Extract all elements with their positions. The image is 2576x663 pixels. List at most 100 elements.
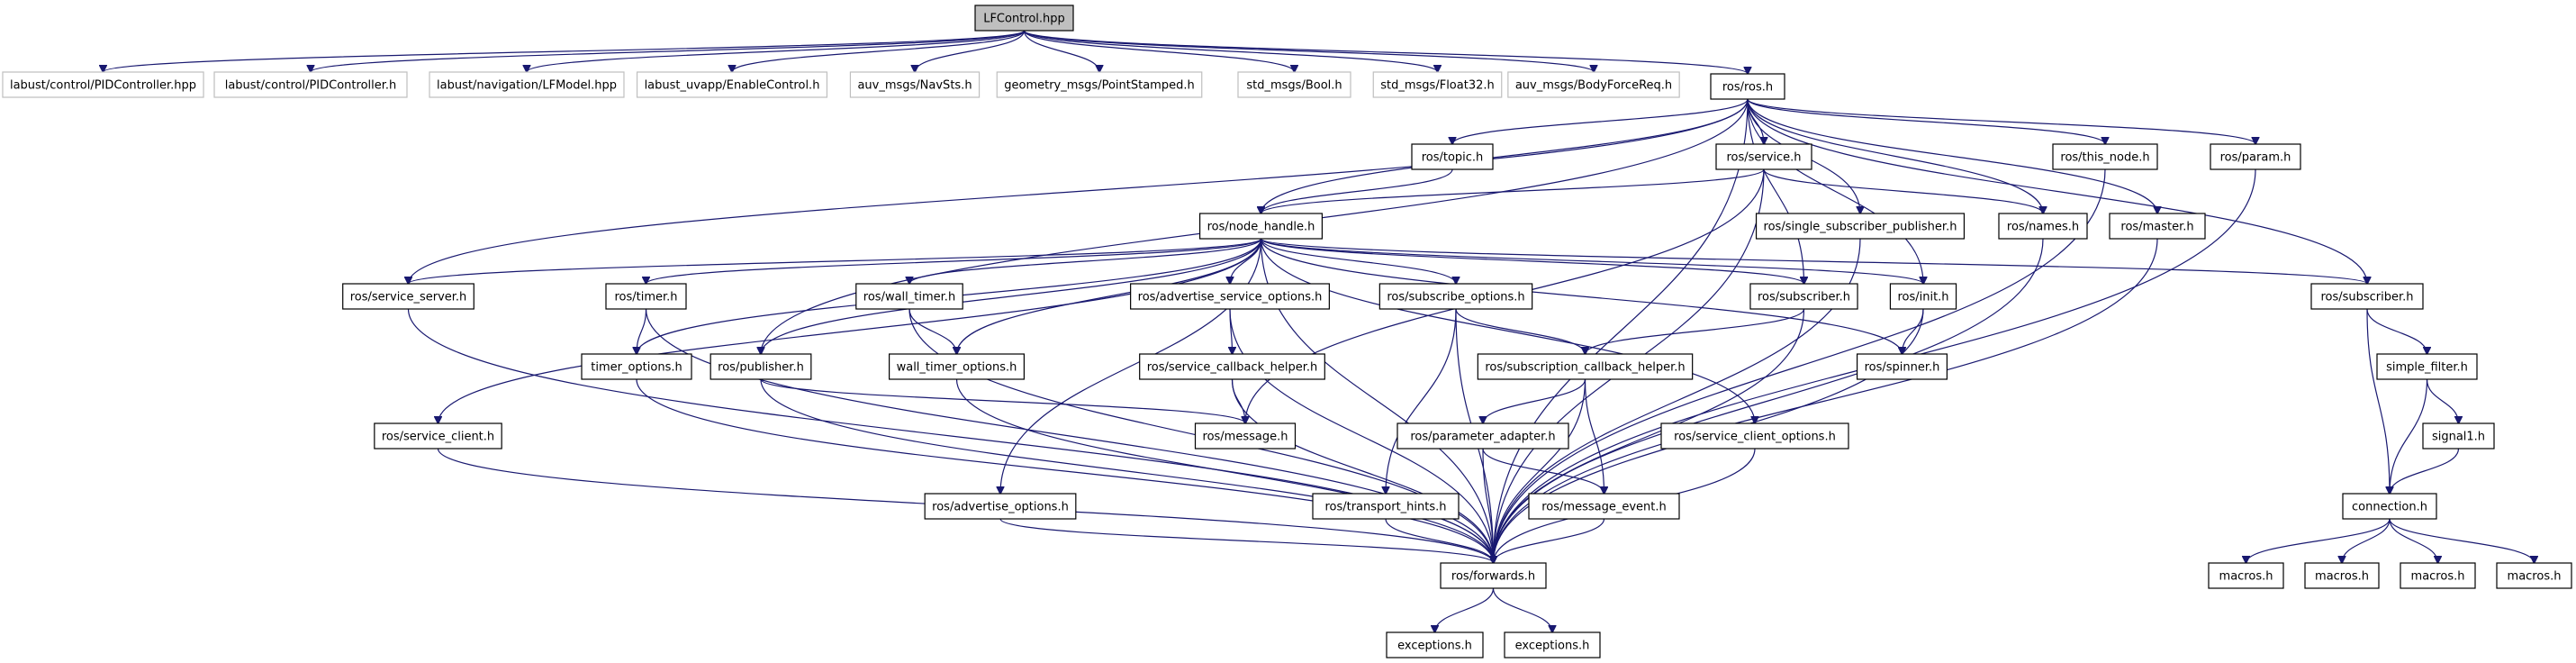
node-names[interactable]: ros/names.h bbox=[1998, 213, 2088, 240]
edge-line bbox=[1584, 378, 1604, 494]
node-simple-filter[interactable]: simple_filter.h bbox=[2376, 353, 2478, 380]
node-topic[interactable]: ros/topic.h bbox=[1411, 143, 1494, 170]
node-label: ros/names.h bbox=[2007, 221, 2079, 234]
node-macros3[interactable]: macros.h bbox=[2400, 562, 2476, 589]
node-wall-timer-options[interactable]: wall_timer_options.h bbox=[889, 353, 1025, 380]
node-label: ros/transport_hints.h bbox=[1324, 501, 1446, 514]
node-service-server[interactable]: ros/service_server.h bbox=[342, 283, 475, 310]
node-enablecontrol[interactable]: labust_uvapp/EnableControl.h bbox=[636, 71, 828, 98]
node-message[interactable]: ros/message.h bbox=[1194, 422, 1297, 450]
edge-lfcontrol-to-pointstamped bbox=[1023, 30, 1100, 72]
edge-signal1-to-connection bbox=[2390, 448, 2460, 494]
node-srv-cb-helper[interactable]: ros/service_callback_helper.h bbox=[1139, 353, 1325, 380]
node-this-node[interactable]: ros/this_node.h bbox=[2052, 143, 2158, 170]
node-mf-subscriber[interactable]: ros/subscriber.h bbox=[2310, 283, 2424, 310]
node-transport-hints[interactable]: ros/transport_hints.h bbox=[1312, 493, 1460, 520]
edge-line bbox=[645, 308, 1494, 563]
node-wall-timer[interactable]: ros/wall_timer.h bbox=[855, 283, 963, 310]
edge-line bbox=[1023, 30, 1749, 74]
node-label: ros/publisher.h bbox=[718, 361, 804, 375]
edge-sub_cb_helper-to-param_adapter bbox=[1483, 378, 1586, 423]
edge-wall_timer_options-to-forwards bbox=[955, 378, 1494, 563]
node-macros1[interactable]: macros.h bbox=[2208, 562, 2284, 589]
node-float32[interactable]: std_msgs/Float32.h bbox=[1372, 71, 1503, 98]
edge-line bbox=[760, 378, 1494, 563]
node-adv-srv-opts[interactable]: ros/advertise_service_options.h bbox=[1130, 283, 1330, 310]
node-lfcontrol[interactable]: LFControl.hpp bbox=[974, 5, 1074, 32]
node-box bbox=[2310, 283, 2424, 310]
node-pidhpp[interactable]: labust/control/PIDController.hpp bbox=[2, 71, 204, 98]
edge-line bbox=[1455, 308, 1586, 354]
node-forwards[interactable]: ros/forwards.h bbox=[1440, 562, 1547, 589]
edge-line bbox=[761, 238, 1262, 354]
edge-line bbox=[1023, 30, 1438, 72]
node-spinner[interactable]: ros/spinner.h bbox=[1856, 353, 1948, 380]
node-service[interactable]: ros/service.h bbox=[1715, 143, 1812, 170]
node-signal1[interactable]: signal1.h bbox=[2422, 422, 2495, 450]
node-exceptions1[interactable]: exceptions.h bbox=[1386, 631, 1484, 658]
node-label: ros/service_callback_helper.h bbox=[1147, 361, 1318, 375]
node-node-handle[interactable]: ros/node_handle.h bbox=[1199, 213, 1323, 240]
node-param-adapter[interactable]: ros/parameter_adapter.h bbox=[1396, 422, 1569, 450]
node-sub-cb-helper[interactable]: ros/subscription_callback_helper.h bbox=[1477, 353, 1694, 380]
node-bodyforcereq[interactable]: auv_msgs/BodyForceReq.h bbox=[1507, 71, 1680, 98]
node-srv-client-opts[interactable]: ros/service_client_options.h bbox=[1660, 422, 1849, 450]
node-lfmodel[interactable]: labust/navigation/LFModel.hpp bbox=[429, 71, 625, 98]
edge-line bbox=[311, 30, 1026, 72]
node-box bbox=[1528, 493, 1680, 520]
edge-line bbox=[646, 238, 1262, 284]
edge-line bbox=[409, 238, 1262, 284]
node-param[interactable]: ros/param.h bbox=[2210, 143, 2301, 170]
edge-line bbox=[1261, 168, 1453, 213]
node-label: ros/subscriber.h bbox=[1758, 291, 1850, 304]
node-ros-subscriber[interactable]: ros/subscriber.h bbox=[1749, 283, 1858, 310]
node-label: macros.h bbox=[2508, 570, 2562, 584]
node-exceptions2[interactable]: exceptions.h bbox=[1504, 631, 1601, 658]
edge-lfcontrol-to-bool bbox=[1023, 30, 1295, 72]
edge-this_node-to-forwards bbox=[1494, 168, 2106, 563]
node-single-sub-pub[interactable]: ros/single_subscriber_publisher.h bbox=[1755, 213, 1966, 240]
edge-adv_opts-to-forwards bbox=[999, 518, 1494, 563]
node-box bbox=[2496, 562, 2572, 589]
edge-line bbox=[1385, 518, 1494, 563]
node-box bbox=[1378, 283, 1533, 310]
node-macros4[interactable]: macros.h bbox=[2496, 562, 2572, 589]
edge-line bbox=[760, 378, 1245, 423]
node-service-client[interactable]: ros/service_client.h bbox=[374, 422, 502, 450]
edge-layer bbox=[104, 30, 2535, 632]
edge-node_handle-to-init bbox=[1260, 238, 1924, 284]
node-connection[interactable]: connection.h bbox=[2342, 493, 2437, 520]
node-label: simple_filter.h bbox=[2386, 361, 2468, 375]
node-pointstamped[interactable]: geometry_msgs/PointStamped.h bbox=[996, 71, 1203, 98]
edge-mf_subscriber-to-simple_filter bbox=[2366, 308, 2427, 354]
node-adv-opts[interactable]: ros/advertise_options.h bbox=[924, 493, 1077, 520]
edge-node_handle-to-timer bbox=[646, 238, 1262, 284]
node-message-event[interactable]: ros/message_event.h bbox=[1528, 493, 1680, 520]
node-init[interactable]: ros/init.h bbox=[1889, 283, 1957, 310]
node-box bbox=[2342, 493, 2437, 520]
node-bool[interactable]: std_msgs/Bool.h bbox=[1237, 71, 1351, 98]
node-ros[interactable]: ros/ros.h bbox=[1710, 73, 1785, 100]
node-macros2[interactable]: macros.h bbox=[2304, 562, 2380, 589]
node-label: ros/spinner.h bbox=[1865, 361, 1940, 375]
node-box bbox=[2422, 422, 2495, 450]
node-navsts[interactable]: auv_msgs/NavSts.h bbox=[849, 71, 981, 98]
edge-timer-to-timer_options bbox=[637, 308, 647, 354]
edge-lfcontrol-to-ros bbox=[1023, 30, 1749, 74]
edge-ros_subscriber-to-forwards bbox=[1494, 308, 1805, 563]
edge-line bbox=[908, 308, 957, 354]
node-box bbox=[855, 283, 963, 310]
edge-node_handle-to-srv_client_opts bbox=[1260, 238, 1756, 423]
edge-line bbox=[1494, 308, 1805, 563]
node-timer[interactable]: ros/timer.h bbox=[605, 283, 687, 310]
node-publisher[interactable]: ros/publisher.h bbox=[710, 353, 812, 380]
edge-line bbox=[2390, 448, 2460, 494]
node-master[interactable]: ros/master.h bbox=[2109, 213, 2206, 240]
node-pidh[interactable]: labust/control/PIDController.h bbox=[213, 71, 408, 98]
node-box bbox=[1440, 562, 1547, 589]
edge-publisher-to-forwards bbox=[760, 378, 1494, 563]
node-sub-opts[interactable]: ros/subscribe_options.h bbox=[1378, 283, 1533, 310]
node-timer-options[interactable]: timer_options.h bbox=[581, 353, 692, 380]
node-box bbox=[1139, 353, 1325, 380]
